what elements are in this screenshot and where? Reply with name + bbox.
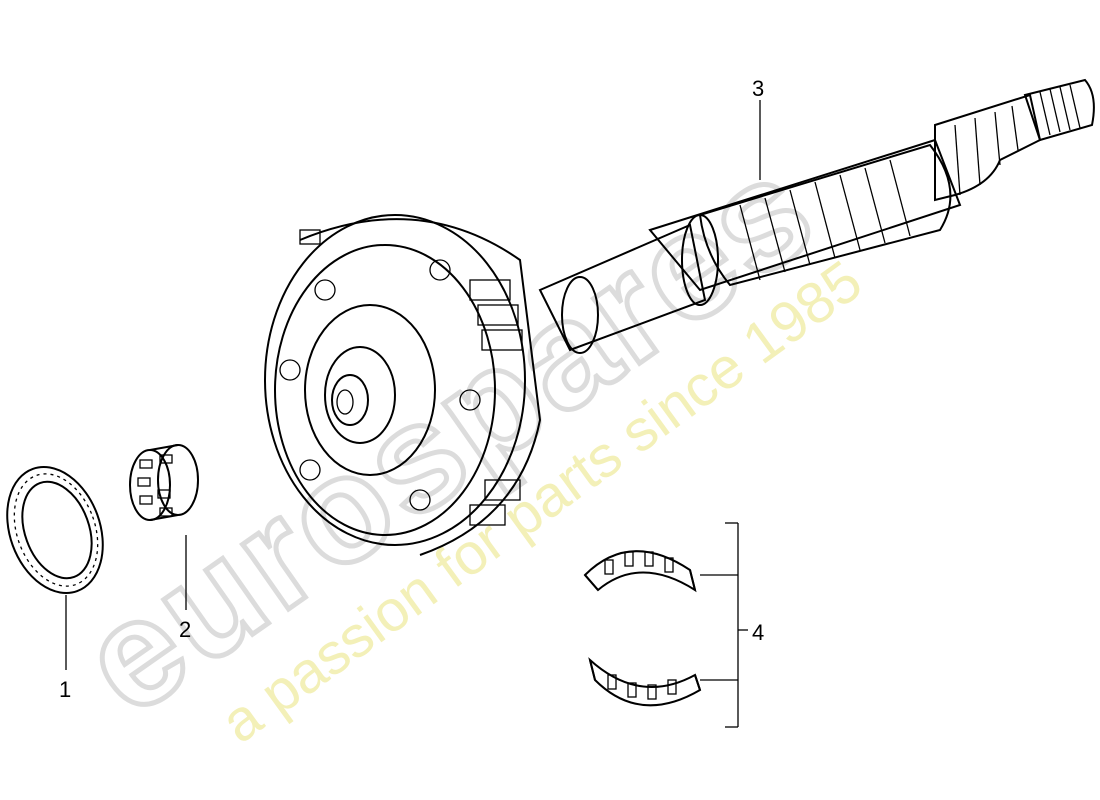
callout-label-2: 2 xyxy=(179,617,191,642)
split-bearing-drawing xyxy=(583,550,702,707)
callout-label-3: 3 xyxy=(752,76,764,101)
watermark: eurospares xyxy=(49,119,846,748)
callout-lines xyxy=(65,100,761,728)
watermark-logo: eurospares xyxy=(52,122,844,746)
callout-label-4: 4 xyxy=(752,620,764,645)
needle-cage-drawing xyxy=(129,444,199,521)
callout-label-1: 1 xyxy=(59,677,71,702)
shaft-drawing xyxy=(264,78,1095,556)
bearing-ring-drawing xyxy=(6,466,104,594)
